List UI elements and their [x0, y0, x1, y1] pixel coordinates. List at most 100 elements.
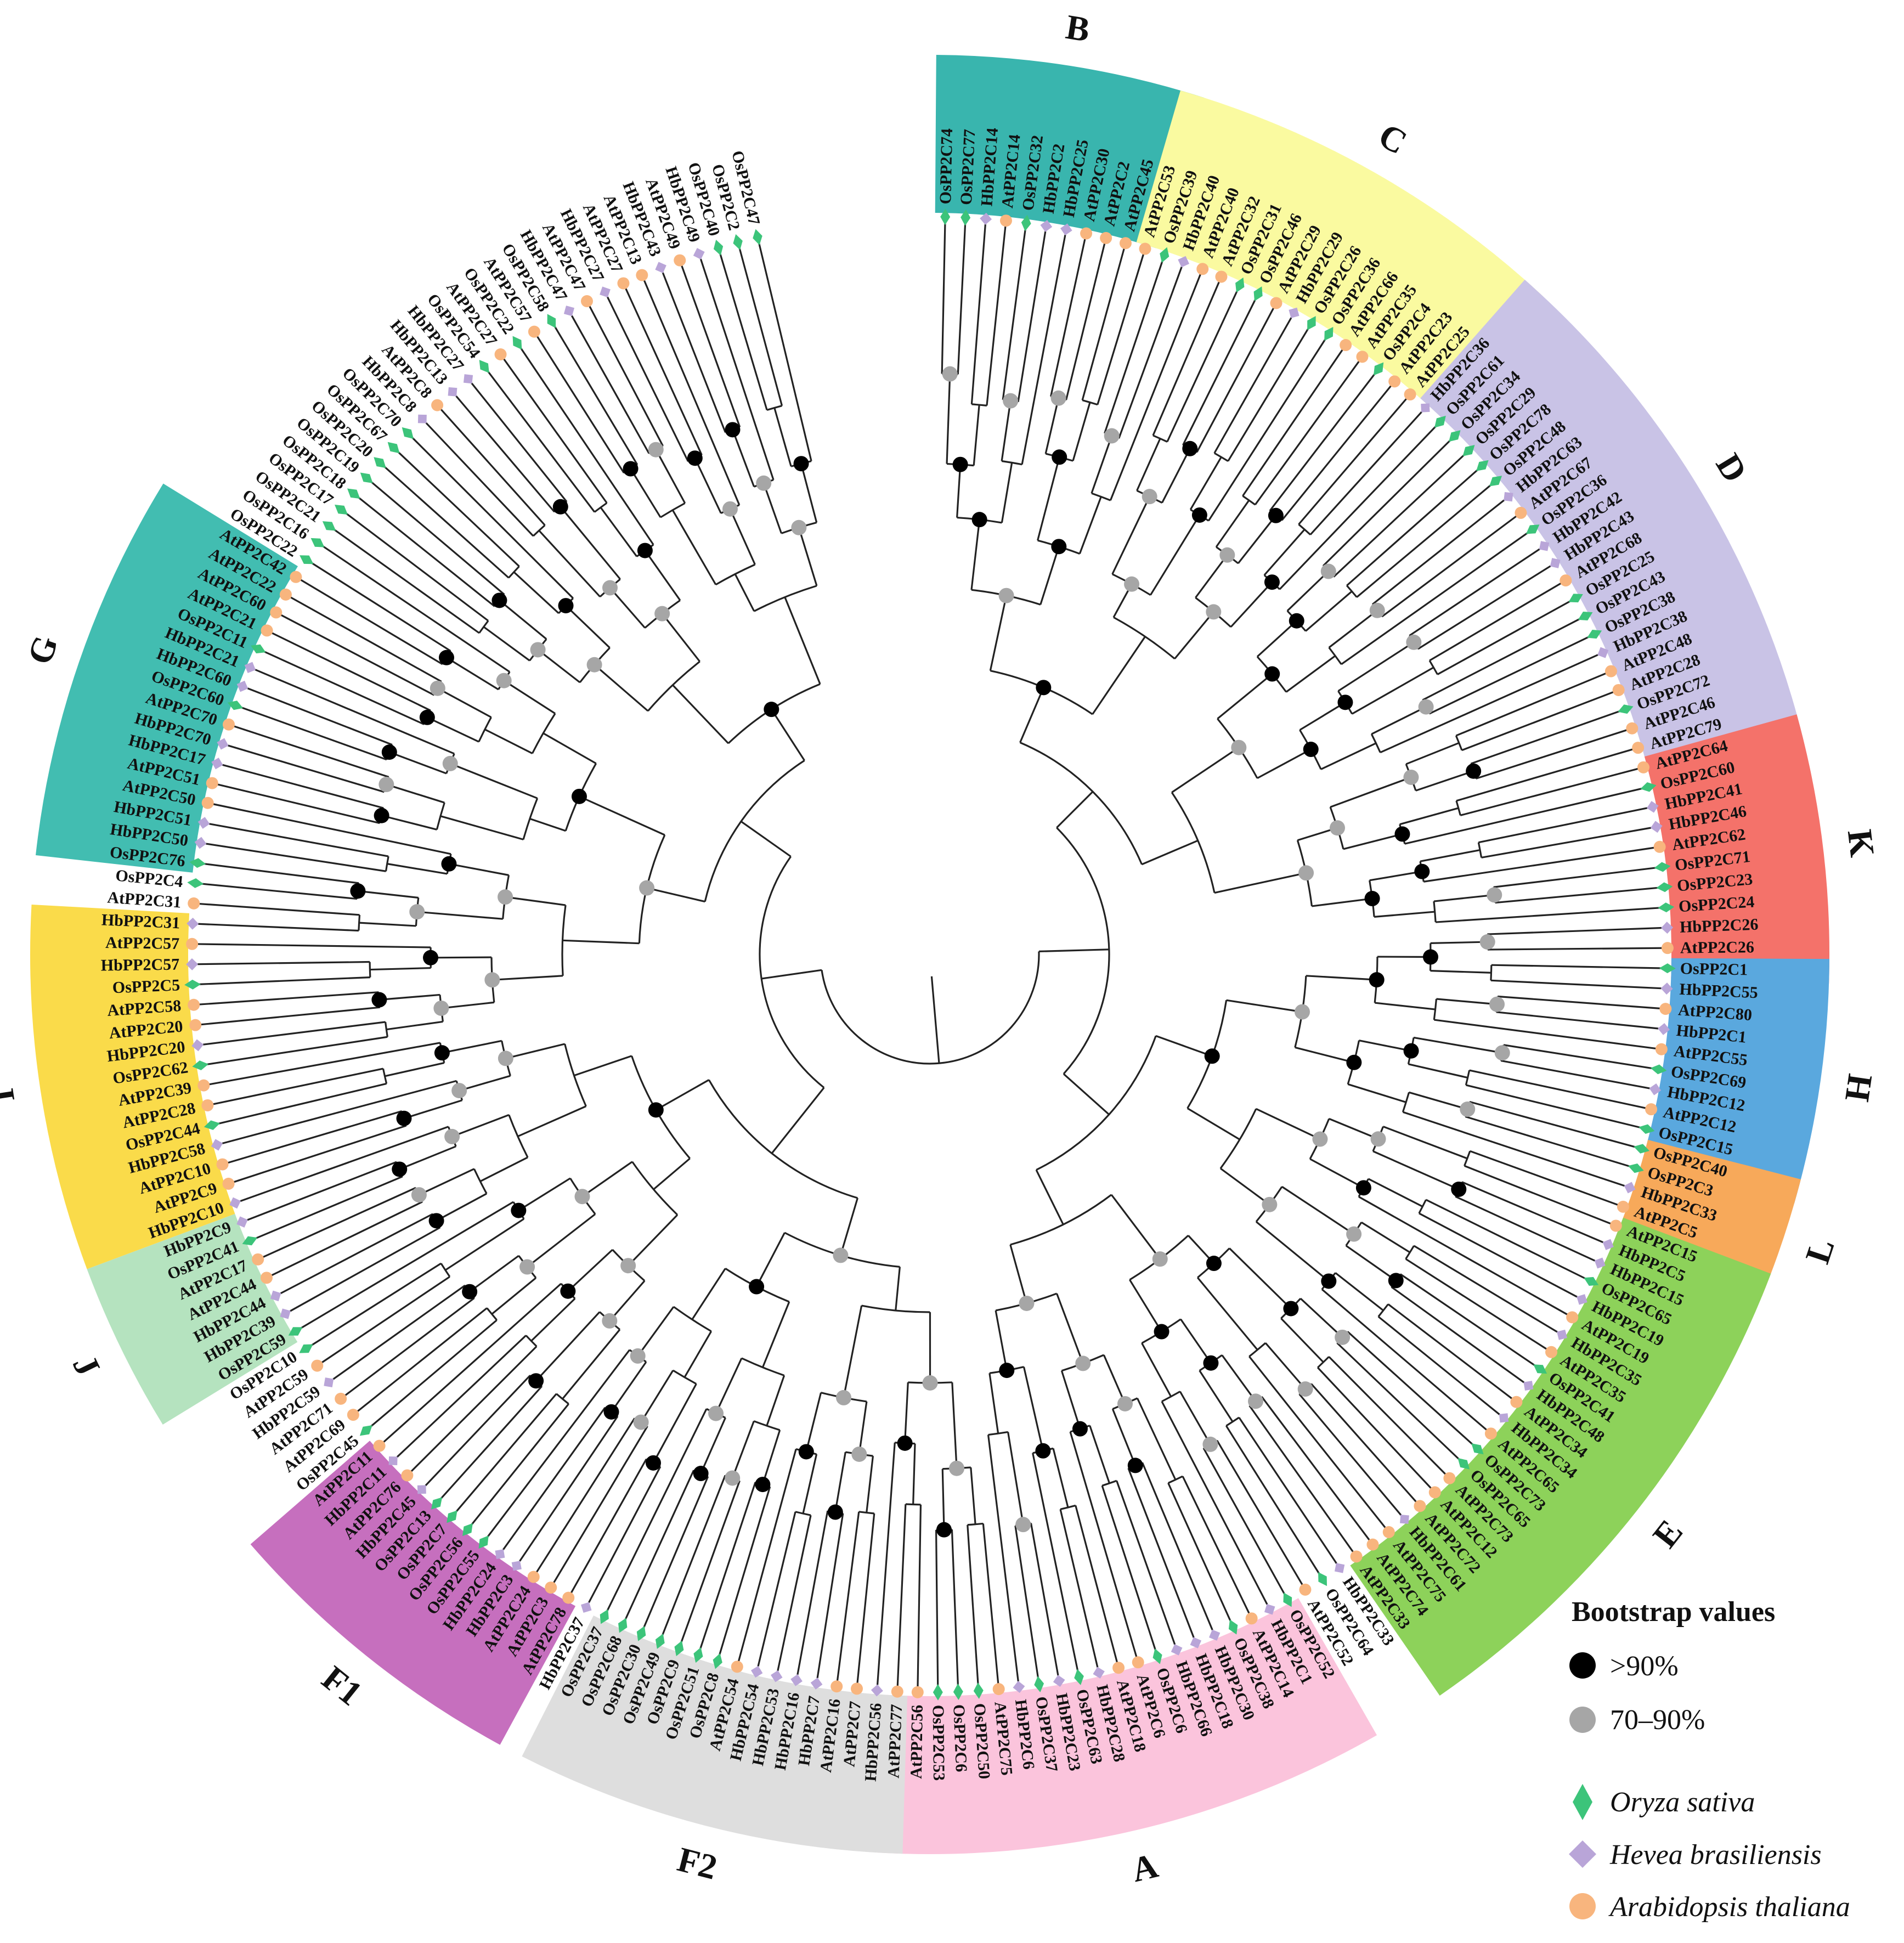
bootstrap-high-marker: [1036, 680, 1052, 696]
bootstrap-high-marker: [1204, 1048, 1220, 1064]
tree-branch: [300, 1201, 514, 1330]
tree-arc: [1036, 1035, 1157, 1171]
tree-branch: [1182, 298, 1257, 446]
leaf-label: OsPP2C6: [950, 1704, 970, 1772]
tree-branch: [737, 1449, 797, 1662]
tree-branch: [565, 605, 611, 649]
bootstrap-high-marker: [1364, 891, 1380, 907]
leaf-label: AtPP2C57: [105, 934, 179, 953]
oryza-leaf-marker: [512, 336, 522, 350]
tree-branch: [1300, 1297, 1343, 1338]
tree-branch: [1248, 1355, 1386, 1529]
bootstrap-high-marker: [1127, 1458, 1143, 1473]
bootstrap-mid-marker: [430, 680, 445, 696]
hevea-leaf-marker: [1624, 1182, 1636, 1194]
arabidopsis-leaf-marker: [562, 1591, 575, 1604]
tree-branch: [1281, 385, 1392, 521]
hevea-leaf-marker: [194, 837, 207, 849]
tree-branch: [1161, 448, 1191, 504]
arabidopsis-leaf-marker: [1100, 231, 1112, 244]
tree-branch: [212, 1067, 383, 1105]
arabidopsis-leaf-marker: [347, 1409, 359, 1421]
tree-branch: [1059, 1509, 1099, 1668]
tree-branch: [1455, 1195, 1596, 1262]
hevea-leaf-marker: [388, 1456, 398, 1465]
bootstrap-high-marker: [560, 1283, 576, 1299]
bootstrap-mid-marker: [1460, 1102, 1476, 1117]
tree-branch: [986, 225, 1007, 406]
oryza-leaf-marker: [973, 1682, 984, 1699]
tree-branch: [437, 687, 492, 718]
tree-branch: [656, 1079, 710, 1111]
arabidopsis-leaf-marker: [830, 1680, 843, 1693]
tree-branch: [255, 669, 455, 755]
tree-branch: [419, 1168, 475, 1196]
tree-branch: [1461, 1181, 1604, 1244]
tree-branch: [1496, 1011, 1659, 1030]
tree-branch: [1195, 554, 1228, 598]
oryza-leaf-marker: [251, 644, 266, 654]
arabidopsis-leaf-marker: [992, 1683, 1005, 1696]
hevea-leaf-marker: [495, 1549, 505, 1560]
bootstrap-mid-marker: [409, 904, 425, 920]
arabidopsis-leaf-marker: [1350, 1550, 1363, 1563]
tree-branch: [1199, 1370, 1234, 1422]
legend-oryza-diamond-icon: [1573, 1784, 1592, 1820]
oryza-leaf-marker: [299, 1344, 313, 1353]
hevea-leaf-marker: [1190, 1637, 1202, 1648]
tree-arc: [631, 1161, 679, 1216]
clade-label-b: B: [1063, 7, 1092, 49]
tree-branch: [263, 650, 425, 725]
tree-branch: [1481, 827, 1652, 858]
tree-branch: [1336, 1342, 1461, 1461]
tree-arc: [382, 1068, 388, 1084]
hevea-leaf-marker: [217, 738, 229, 750]
bootstrap-high-marker: [1264, 666, 1280, 682]
arabidopsis-leaf-marker: [188, 897, 200, 910]
tree-arc: [1214, 452, 1229, 462]
tree-branch: [471, 382, 568, 502]
bootstrap-mid-marker: [1312, 1131, 1328, 1147]
tree-branch: [1321, 1289, 1488, 1431]
tree-branch: [1264, 1342, 1306, 1390]
tree-branch: [1254, 360, 1360, 506]
tree-branch: [1037, 456, 1060, 541]
bootstrap-mid-marker: [1320, 563, 1336, 579]
tree-branch: [1019, 687, 1044, 743]
tree-branch: [1491, 964, 1662, 969]
tree-branch: [1469, 1069, 1646, 1109]
oryza-leaf-marker: [1152, 1648, 1162, 1664]
hevea-leaf-marker: [511, 1561, 522, 1571]
tree-branch: [1309, 1158, 1364, 1189]
tree-branch: [1101, 1485, 1157, 1652]
tree-branch: [1330, 776, 1411, 808]
arabidopsis-leaf-marker: [580, 295, 593, 308]
bootstrap-mid-marker: [1202, 1436, 1218, 1452]
tree-branch: [1369, 871, 1422, 882]
arabidopsis-leaf-marker: [1612, 684, 1625, 696]
oryza-leaf-marker: [933, 1684, 943, 1701]
tree-branch: [1032, 1453, 1079, 1672]
tree-branch: [271, 632, 431, 711]
bootstrap-mid-marker: [922, 1375, 938, 1391]
bootstrap-mid-marker: [620, 1258, 636, 1274]
tree-branch: [661, 613, 700, 662]
tree-branch: [208, 1042, 440, 1086]
hevea-leaf-marker: [1400, 1515, 1409, 1524]
arabidopsis-leaf-marker: [1604, 665, 1617, 677]
arabidopsis-leaf-marker: [216, 1158, 229, 1171]
hevea-leaf-marker: [750, 1665, 763, 1678]
tree-arc: [1455, 735, 1463, 751]
leaf-label: HbPP2C57: [101, 956, 180, 975]
bootstrap-high-marker: [1264, 574, 1280, 590]
bootstrap-high-marker: [952, 456, 968, 472]
bootstrap-high-marker: [423, 950, 439, 965]
bootstrap-high-marker: [419, 709, 435, 725]
tree-branch: [611, 1361, 647, 1413]
oryza-leaf-marker: [1578, 611, 1593, 620]
arabidopsis-leaf-marker: [206, 777, 218, 789]
tree-branch: [535, 1311, 601, 1382]
oryza-leaf-marker: [1228, 1619, 1238, 1635]
bootstrap-high-marker: [1072, 1421, 1088, 1437]
tree-branch: [1455, 672, 1607, 737]
